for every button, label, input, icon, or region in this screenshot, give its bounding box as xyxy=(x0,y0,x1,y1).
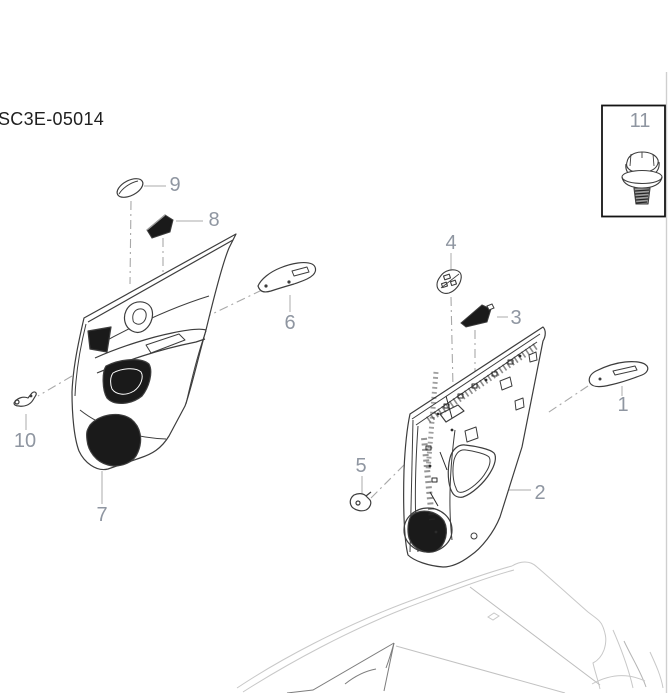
callout-6[interactable]: 6 xyxy=(284,312,296,334)
pull-handle-cover-left-icon xyxy=(257,262,317,293)
rear-door-trim-panel-inner-icon xyxy=(71,233,237,471)
mounting-bracket-icon xyxy=(13,391,37,407)
vehicle-body-sketch-icon xyxy=(236,561,664,693)
fastener-clip-icon xyxy=(349,491,372,512)
pull-handle-cover-right-icon xyxy=(588,361,649,388)
callout-10[interactable]: 10 xyxy=(13,430,37,452)
callout-4[interactable]: 4 xyxy=(445,232,457,254)
flange-bolt-icon xyxy=(621,151,663,205)
bolt-box xyxy=(601,104,666,218)
callout-1[interactable]: 1 xyxy=(617,394,629,416)
speaker-grille-icon xyxy=(86,413,142,467)
callout-8[interactable]: 8 xyxy=(208,209,220,231)
tweeter-cover-right-icon xyxy=(460,303,495,328)
callout-2[interactable]: 2 xyxy=(534,482,546,504)
tweeter-bracket-icon xyxy=(436,269,462,294)
tweeter-grille-on-panel-icon xyxy=(87,326,112,353)
c-pillar-sketch-icon xyxy=(286,642,395,693)
figure-code: SC3E-05014 xyxy=(0,109,105,129)
callout-9[interactable]: 9 xyxy=(169,174,181,196)
callout-3[interactable]: 3 xyxy=(510,307,522,329)
callout-5[interactable]: 5 xyxy=(355,455,367,477)
speaker-opening-icon xyxy=(407,510,447,553)
tweeter-cover-left-icon xyxy=(146,214,174,239)
callout-11[interactable]: 11 xyxy=(629,110,651,132)
panel-clip-texture xyxy=(421,343,538,534)
callout-7[interactable]: 7 xyxy=(96,504,108,526)
rear-door-trim-panel-back-icon xyxy=(403,326,546,568)
garnish-cap-icon xyxy=(116,178,144,198)
